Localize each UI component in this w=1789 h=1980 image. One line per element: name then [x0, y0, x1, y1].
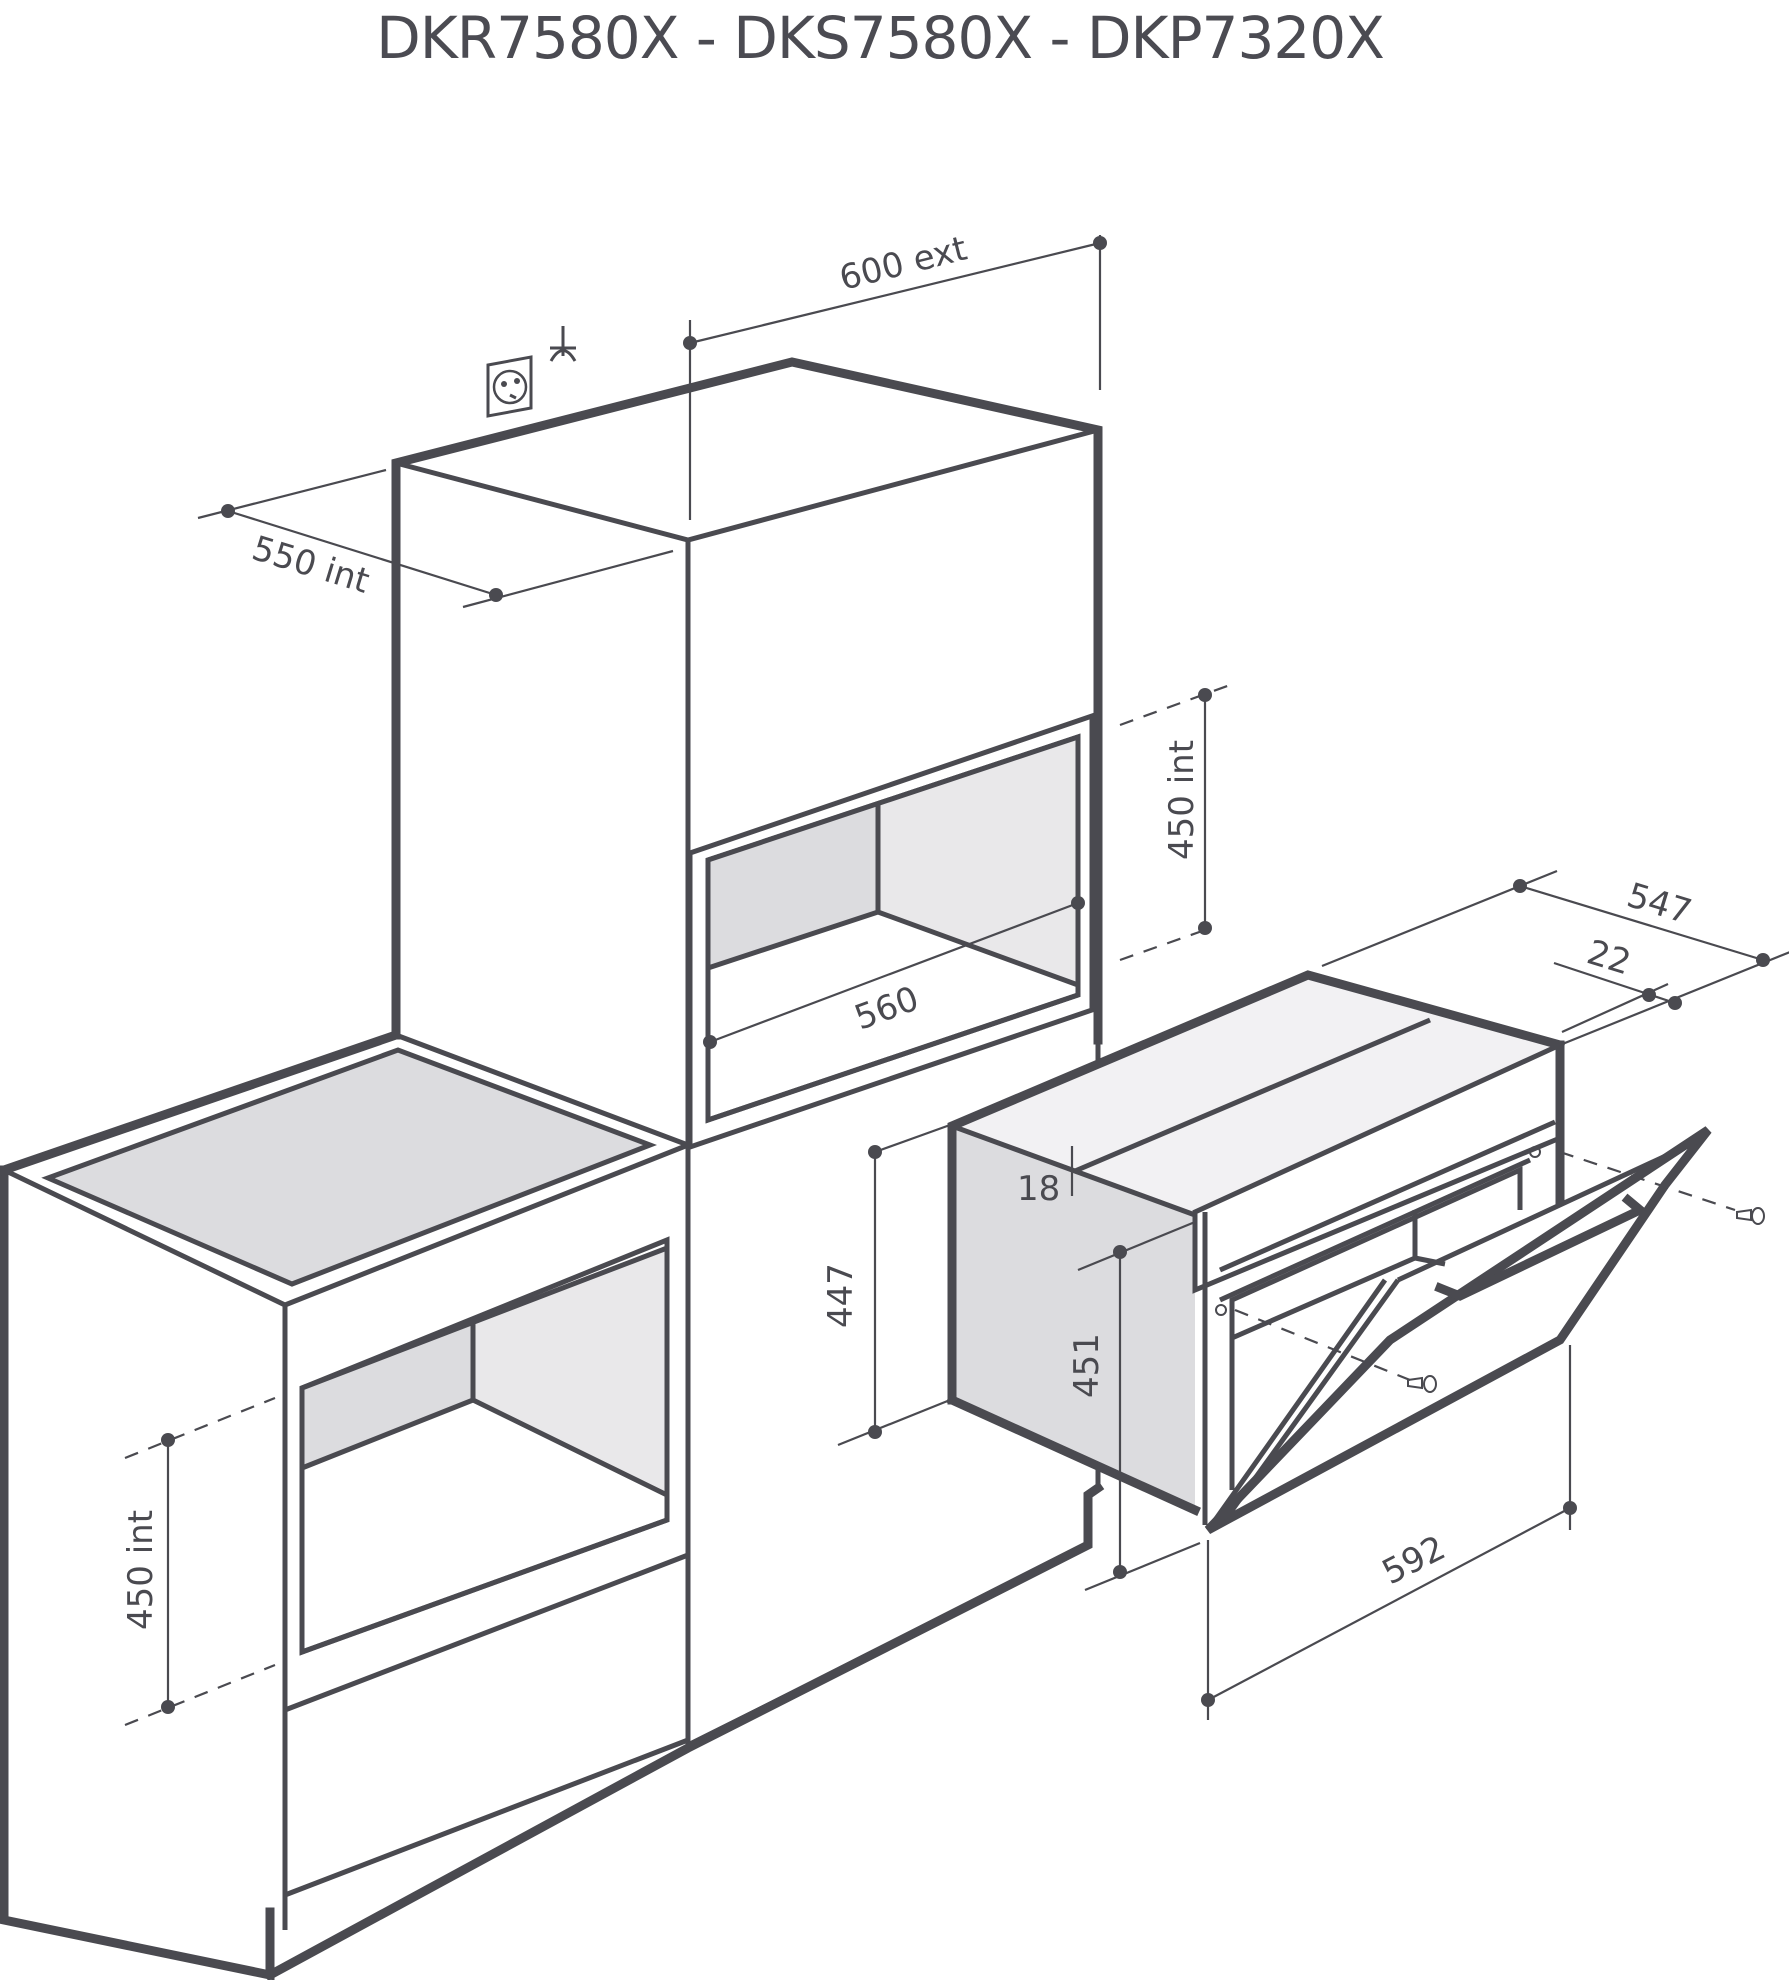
dim-niche-width: 560	[849, 979, 924, 1039]
dim-oven-depth: 547	[1622, 875, 1696, 932]
dim-cabinet-width-ext: 600 ext	[836, 229, 971, 299]
dim-cabinet-depth-int: 550 int	[247, 528, 373, 601]
mounting-screw-icon	[1407, 1375, 1437, 1393]
earth-ground-icon	[549, 326, 577, 362]
power-socket-icon	[486, 355, 533, 418]
dim-oven-front-width: 592	[1376, 1528, 1452, 1593]
mounting-screw-icon	[1736, 1207, 1765, 1225]
tall-cabinet	[391, 357, 1103, 1745]
dimension-lines	[124, 235, 1789, 1727]
dim-niche-height-upper: 450 int	[1162, 740, 1202, 860]
base-cabinet	[0, 1029, 1105, 1980]
dim-oven-front-height: 451	[1067, 1333, 1107, 1398]
dim-oven-body-height: 447	[821, 1263, 861, 1328]
diagram-title: DKR7580X - DKS7580X - DKP7320X	[376, 4, 1385, 72]
dim-niche-height-lower: 450 int	[121, 1510, 161, 1630]
dim-panel-thickness: 18	[1017, 1169, 1060, 1209]
oven-unit	[946, 970, 1765, 1534]
